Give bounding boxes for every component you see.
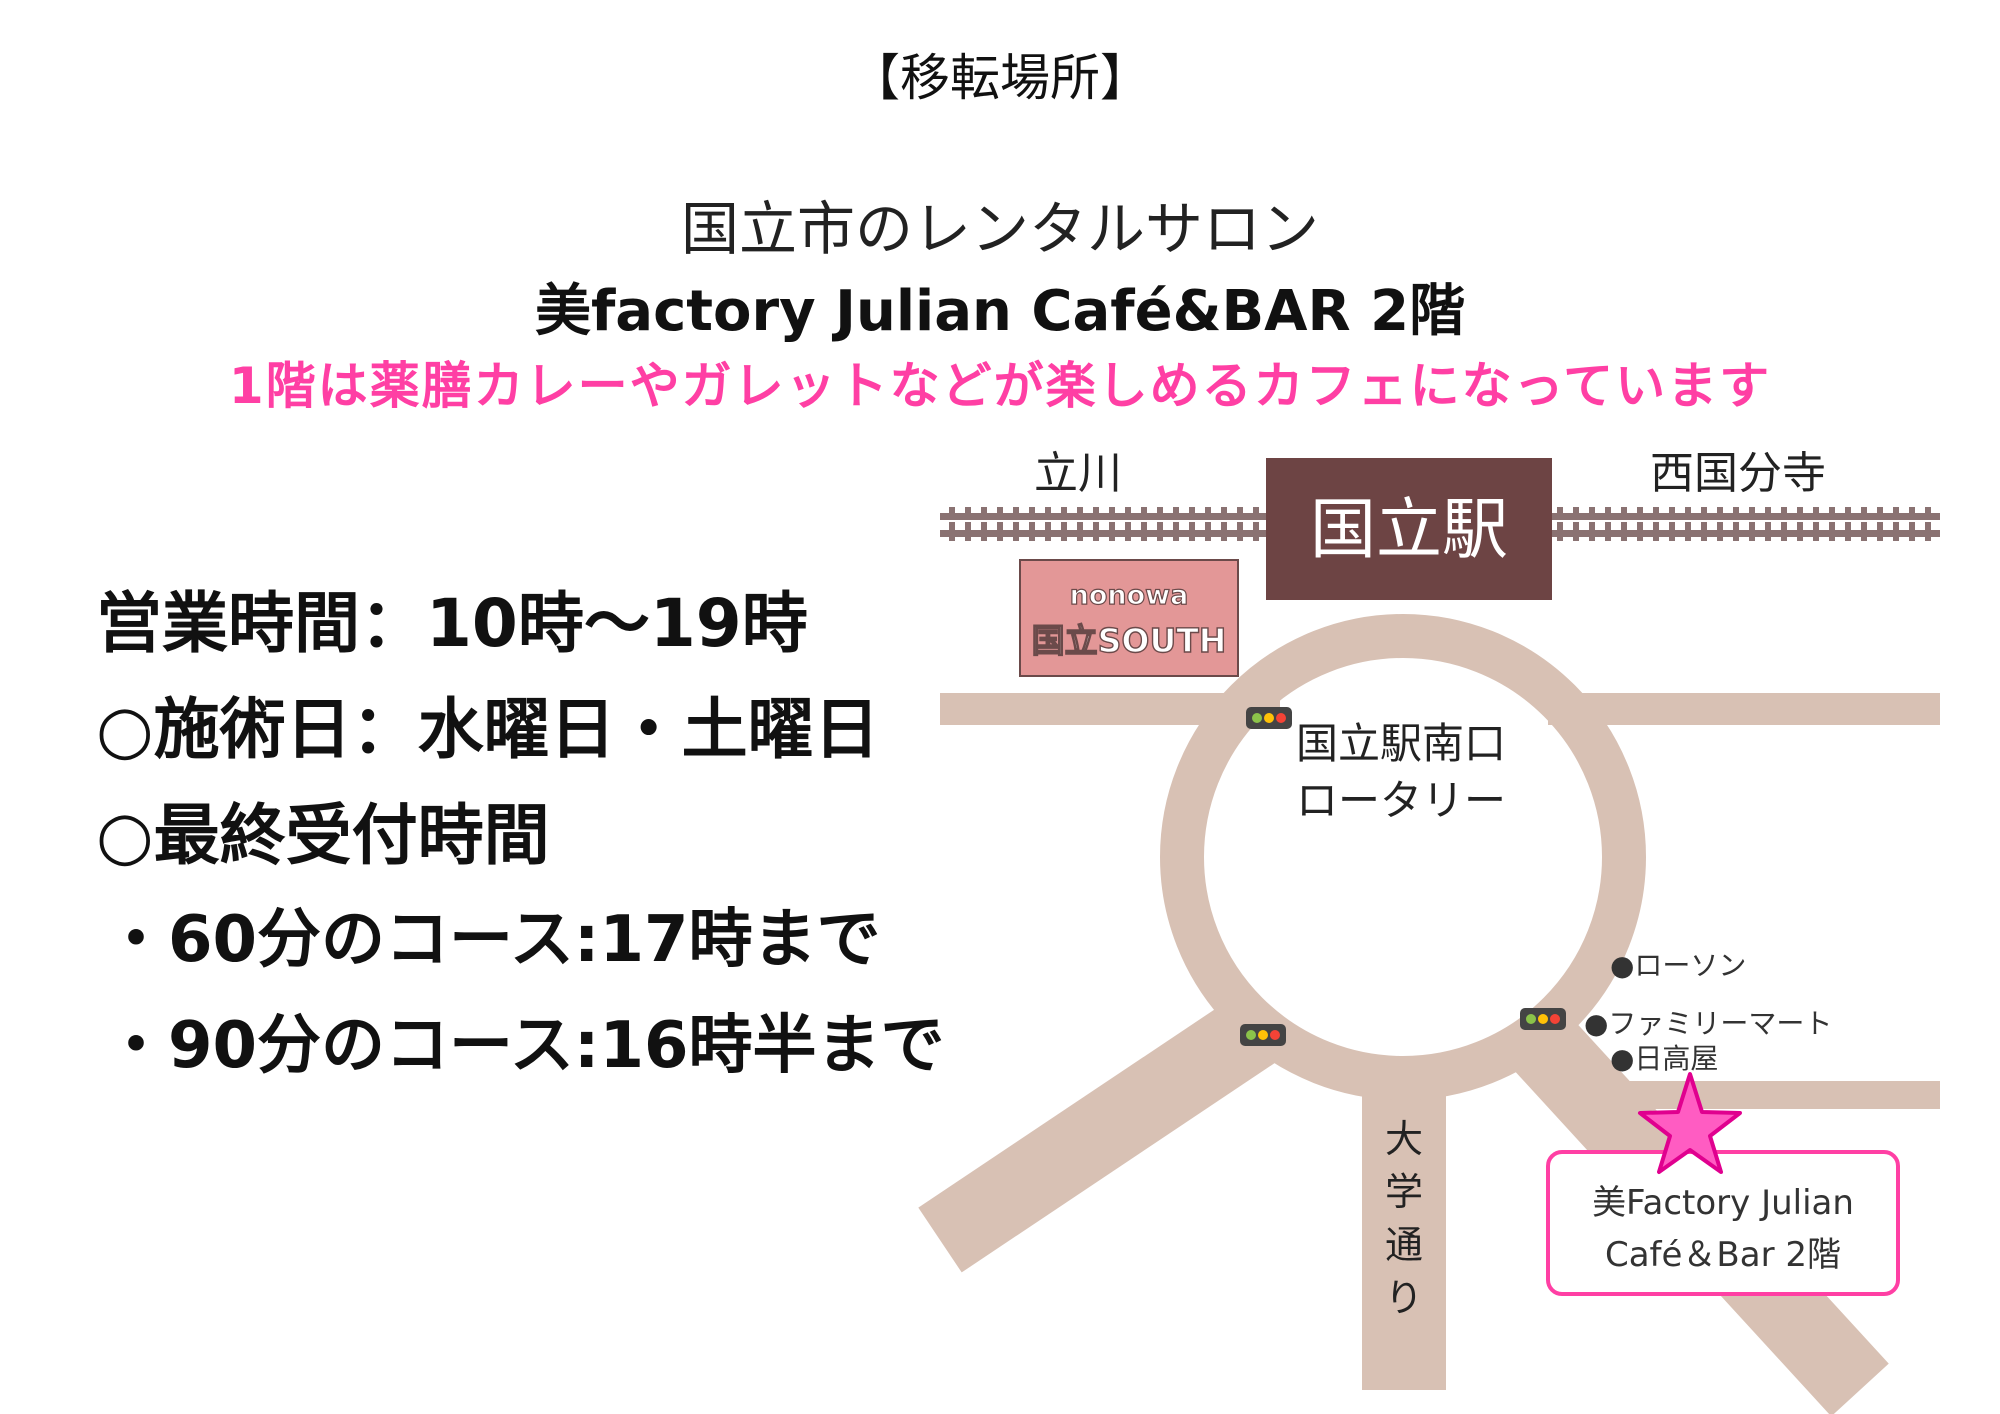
rotary-label-line1: 国立駅南口: [1296, 719, 1506, 768]
road-label-char: 学: [1385, 1170, 1423, 1214]
star-icon: [1638, 1072, 1742, 1174]
station-building: [1266, 458, 1552, 600]
business-hours: 営業時間：10時〜19時: [96, 585, 808, 662]
rotary-label-line2: ロータリー: [1296, 776, 1506, 825]
mall-building: [1019, 559, 1239, 677]
mall-label-line1: nonowa: [1070, 580, 1189, 611]
road-label-char: 大: [1385, 1117, 1423, 1161]
station-label: 国立駅: [1310, 491, 1508, 568]
course-90-last-entry: ・90分のコース:16時半まで: [104, 1009, 945, 1083]
store-label: ●ローソン: [1610, 949, 1746, 982]
road-label-char: 通: [1385, 1223, 1423, 1267]
destination-label-line1: 美Factory Julian: [1592, 1183, 1854, 1223]
last-entry-title: ○最終受付時間: [96, 797, 550, 874]
venue-intro: 国立市のレンタルサロン: [680, 195, 1319, 263]
store-label: ●日高屋: [1610, 1042, 1718, 1075]
destination-label-line2: Café＆Bar 2階: [1605, 1235, 1841, 1275]
course-60-last-entry: ・60分のコース:17時まで: [104, 903, 881, 977]
page-heading: 【移転場所】: [850, 49, 1150, 107]
traffic-light-icon: [1240, 1024, 1286, 1046]
direction-west-label: 立川: [1034, 448, 1122, 499]
treatment-days: ○施術日：水曜日・土曜日: [96, 691, 880, 768]
traffic-light-icon: [1246, 707, 1292, 729]
road-label-char: り: [1385, 1276, 1423, 1320]
store-label: ●ファミリーマート: [1584, 1007, 1832, 1040]
traffic-light-icon: [1520, 1008, 1566, 1030]
direction-east-label: 西国分寺: [1650, 448, 1826, 499]
venue-note: 1階は薬膳カレーやガレットなどが楽しめるカフェになっています: [228, 357, 1772, 415]
venue-name: 美factory Julian Café&BAR 2階: [534, 279, 1466, 344]
mall-label-line2: 国立SOUTH: [1032, 621, 1227, 660]
destination-box: [1546, 1150, 1900, 1296]
road-network: [918, 614, 1940, 1414]
